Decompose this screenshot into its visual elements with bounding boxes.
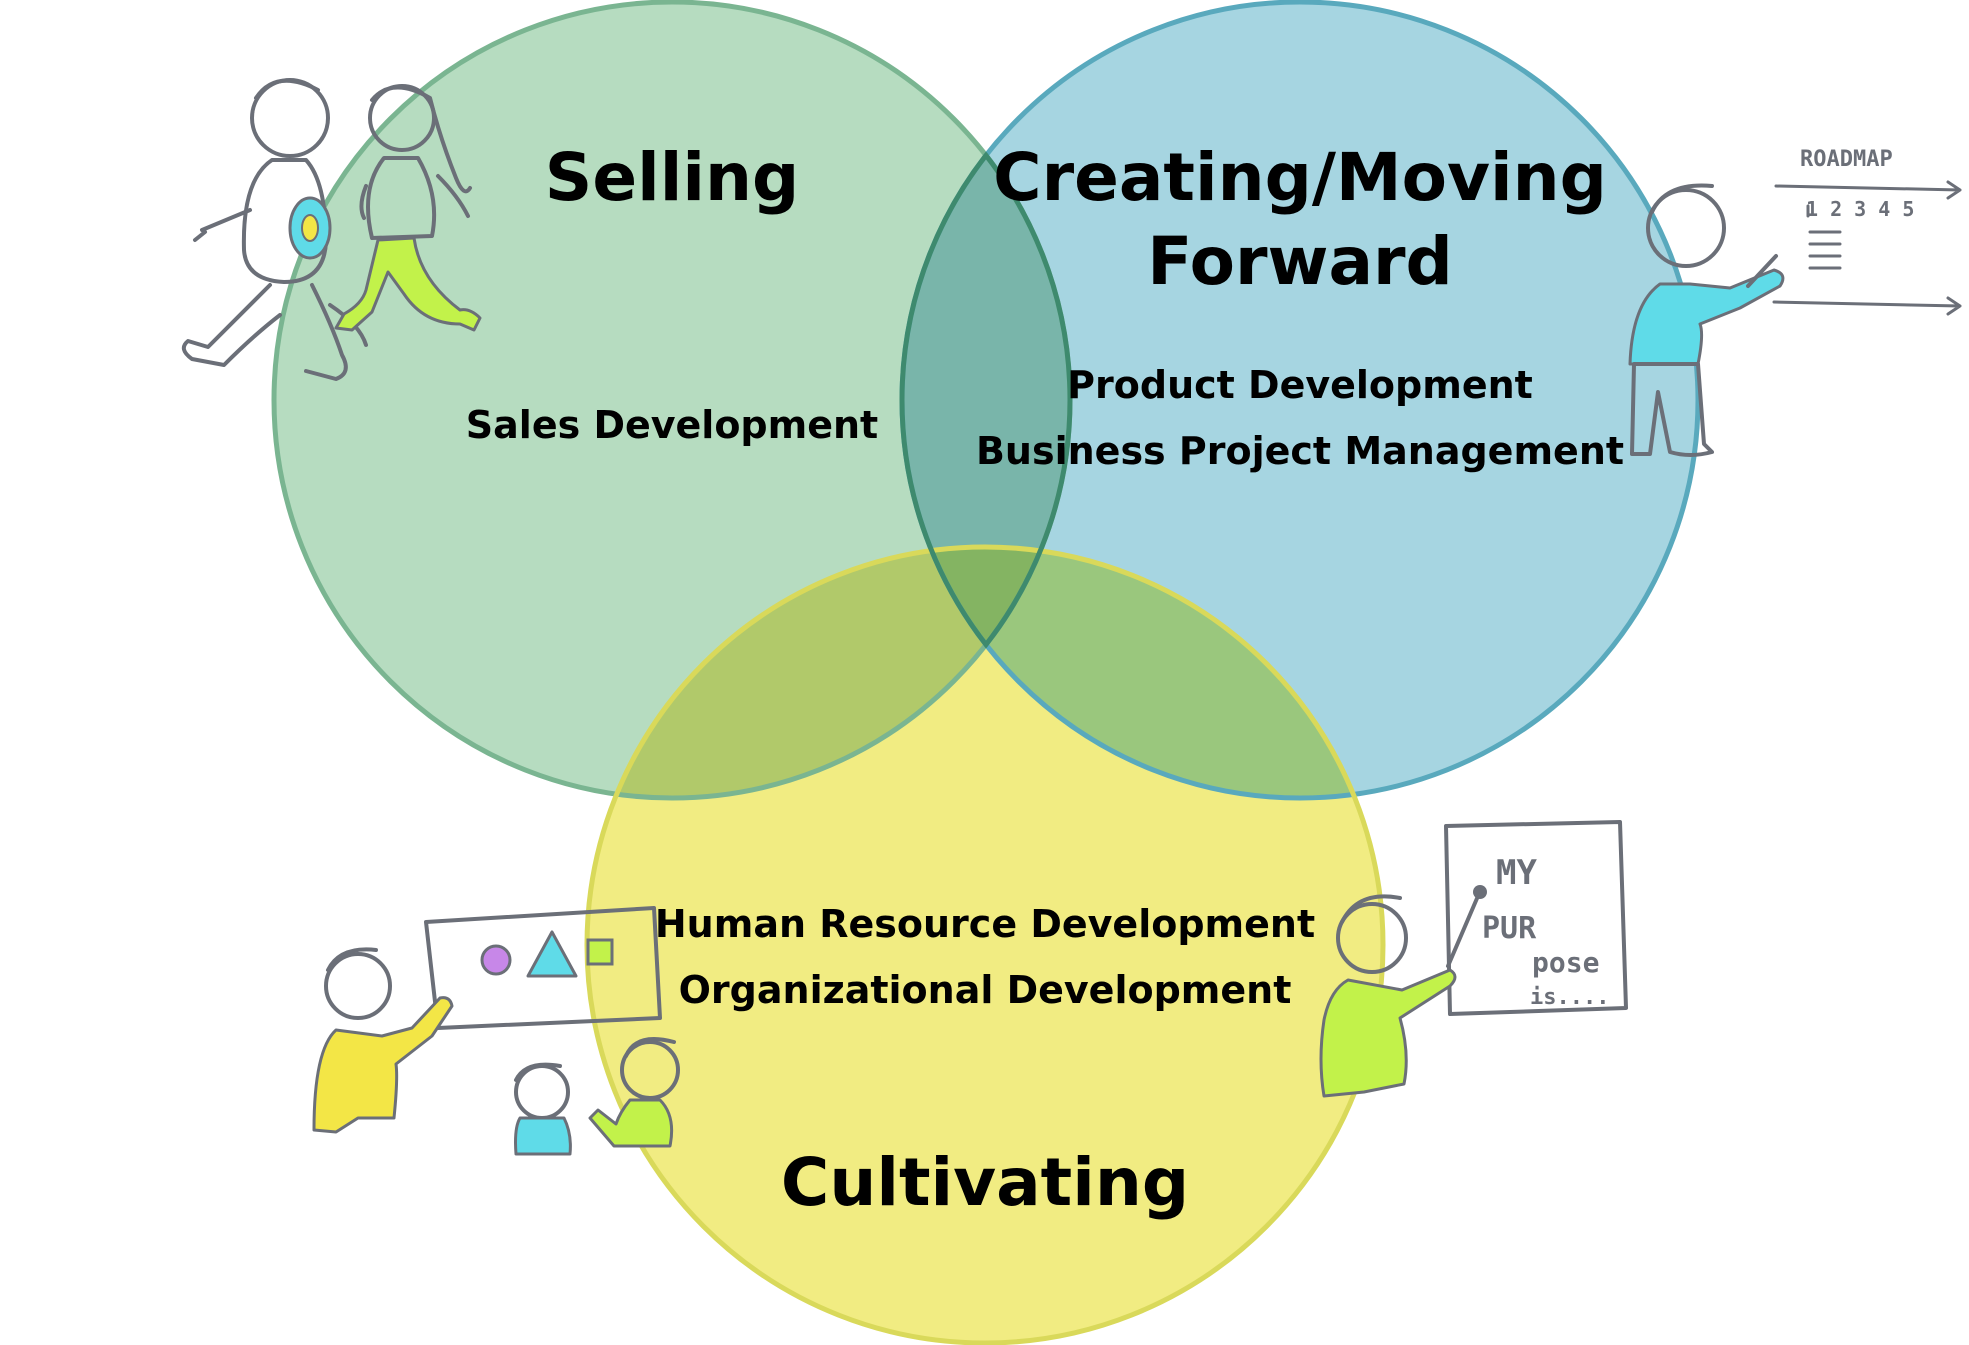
cultivating-item-1: Human Resource Development: [655, 902, 1315, 946]
board-text-pur: PUR: [1482, 911, 1537, 946]
overlap-creating-cultivating: [900, 545, 1385, 800]
selling-ring-arc: [900, 0, 1073, 800]
yellow-shirt: [312, 996, 454, 1134]
creating-item-2: Business Project Management: [976, 429, 1624, 473]
square-shape: [586, 938, 614, 966]
presenter-shirt: [1628, 268, 1785, 366]
board-text-pose: pose: [1532, 946, 1599, 979]
cultivating-title: Cultivating: [781, 1144, 1189, 1221]
cultivating-item-2: Organizational Development: [679, 968, 1292, 1012]
runners-illustration: [181, 78, 482, 381]
purpose-presenter-illustration: MY PUR pose is....: [1319, 820, 1628, 1098]
roadmap-label: ROADMAP: [1800, 147, 1893, 172]
pointer-stick: [1446, 894, 1480, 968]
green-pants: [334, 236, 482, 332]
overlap-selling-cultivating: [585, 545, 1072, 800]
creating-title-line-1: Creating/Moving: [993, 139, 1607, 216]
roadmap-steps: 1 2 3 4 5: [1806, 197, 1914, 221]
green-shirt: [588, 1098, 674, 1148]
board-text-my: MY: [1496, 853, 1537, 893]
selling-item: Sales Development: [466, 403, 878, 447]
board-text-is: is....: [1530, 985, 1609, 1010]
selling-title: Selling: [545, 139, 799, 216]
lime-shirt: [1319, 968, 1457, 1098]
circle-shape: [480, 944, 512, 976]
creating-item-1: Product Development: [1067, 363, 1533, 407]
team-whiteboard-illustration: [312, 906, 680, 1156]
teal-shirt: [514, 1116, 572, 1156]
creating-title-line-2: Forward: [1147, 223, 1453, 300]
triangle-shape: [526, 930, 578, 978]
roadmap-presenter-illustration: ROADMAP 1 2 3 4 5: [1628, 147, 1962, 457]
creating-ring-arc: [899, 0, 1072, 800]
